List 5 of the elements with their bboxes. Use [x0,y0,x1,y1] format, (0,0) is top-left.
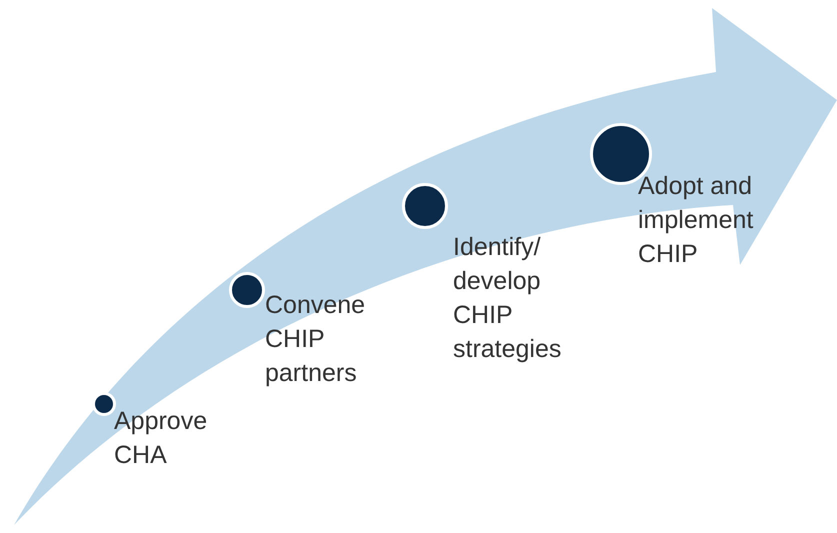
step-label: Adopt and implement CHIP [638,171,754,270]
step-label: Convene CHIP partners [265,290,366,389]
curved-arrow [14,8,837,525]
step-label: Identify/ develop CHIP strategies [453,232,562,365]
step-label: Approve CHA [114,406,208,471]
